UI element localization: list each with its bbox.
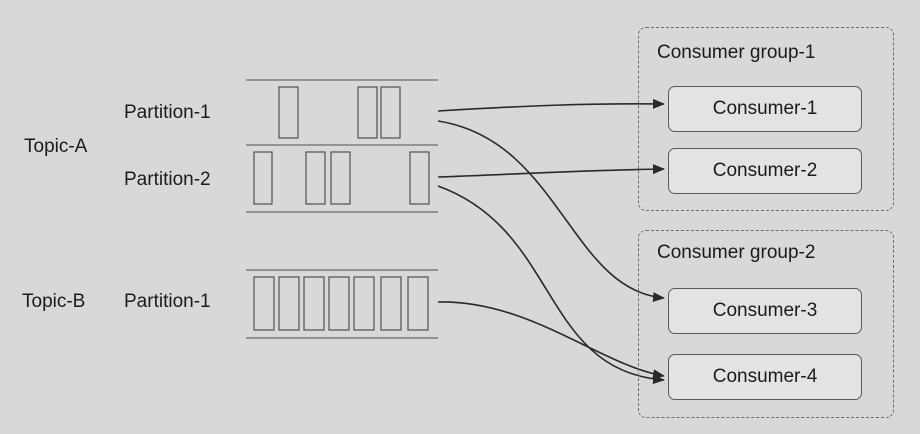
arrow-b1-to-consumer-4 [437, 301, 665, 380]
consumer-box: Consumer-1 [668, 86, 862, 132]
topic-label: Topic-A [24, 136, 88, 157]
consumer-box: Consumer-3 [668, 288, 862, 334]
arrow-a1-to-consumer-3 [437, 120, 665, 303]
partition-records [278, 86, 401, 139]
consumer-box: Consumer-2 [668, 148, 862, 194]
consumer-group-title: Consumer group-2 [657, 242, 816, 263]
arrow-a2-to-consumer-4 [437, 185, 665, 385]
partition-records [253, 276, 429, 331]
topic-label: Topic-B [22, 291, 86, 312]
arrow-a2-to-consumer-2 [437, 164, 665, 178]
partition-records [253, 151, 430, 205]
arrow-a1-to-consumer-1 [437, 98, 665, 112]
partition-label: Partition-2 [124, 169, 211, 190]
partition-label: Partition-1 [124, 291, 211, 312]
consumer-box: Consumer-4 [668, 354, 862, 400]
partition-rails [246, 79, 438, 339]
partition-label: Partition-1 [124, 102, 211, 123]
consumer-group-box [638, 27, 894, 211]
consumer-group-title: Consumer group-1 [657, 42, 816, 63]
consumer-group-box [638, 230, 894, 418]
